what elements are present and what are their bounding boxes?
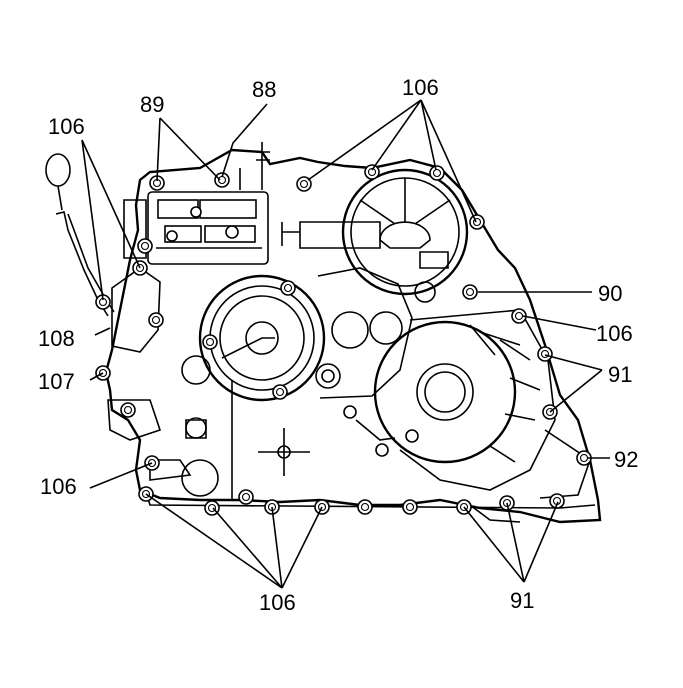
bolt-head bbox=[272, 384, 288, 400]
bolt-head-center bbox=[205, 337, 215, 347]
callout-89: 89 bbox=[140, 92, 164, 117]
bolt-head bbox=[137, 238, 153, 254]
bolt-head-center bbox=[465, 287, 475, 297]
upper-right-cover bbox=[281, 168, 469, 296]
bolt-head-center bbox=[545, 407, 555, 417]
callout-91-bottom: 91 bbox=[510, 588, 534, 613]
bolt-head-center bbox=[367, 167, 377, 177]
dipstick-tube bbox=[45, 153, 115, 317]
valve-body bbox=[123, 142, 270, 265]
bolt-head bbox=[214, 172, 230, 188]
transmission-case-outline bbox=[104, 148, 602, 524]
callout-106-right: 106 bbox=[596, 321, 633, 346]
callout-91-right: 91 bbox=[608, 362, 632, 387]
bolt-head-center bbox=[472, 217, 482, 227]
bolt-head-center bbox=[514, 311, 524, 321]
bolt-head-center bbox=[140, 241, 150, 251]
bolt-head-center bbox=[151, 315, 161, 325]
bolt-head bbox=[148, 312, 164, 328]
bolt-head bbox=[462, 284, 478, 300]
bolt-head-center bbox=[207, 503, 217, 513]
callout-108: 108 bbox=[38, 326, 75, 351]
callout-107: 107 bbox=[38, 369, 75, 394]
bolt-head bbox=[357, 499, 373, 515]
bolt-head bbox=[238, 489, 254, 505]
bolt-head-center bbox=[147, 458, 157, 468]
bolt-head-center bbox=[459, 502, 469, 512]
bolt-head bbox=[120, 402, 136, 418]
bolt-head bbox=[296, 176, 312, 192]
callout-88: 88 bbox=[252, 77, 276, 102]
callout-106-lower-left: 106 bbox=[40, 474, 77, 499]
bolt-head bbox=[202, 334, 218, 350]
bolt-head-center bbox=[275, 387, 285, 397]
bolt-head-center bbox=[98, 368, 108, 378]
callout-106-top: 106 bbox=[402, 75, 439, 100]
bolt-head-center bbox=[283, 283, 293, 293]
callout-90: 90 bbox=[598, 281, 622, 306]
bolt-head-center bbox=[317, 502, 327, 512]
bolt-head-center bbox=[135, 263, 145, 273]
bolt-head-center bbox=[123, 405, 133, 415]
bolt-head bbox=[549, 493, 565, 509]
callout-92: 92 bbox=[614, 447, 638, 472]
bolt-head bbox=[469, 214, 485, 230]
bolt-head bbox=[280, 280, 296, 296]
bolt-head bbox=[429, 165, 445, 181]
leader-lines bbox=[81, 99, 610, 589]
bolt-head bbox=[402, 499, 418, 515]
bolt-head bbox=[364, 164, 380, 180]
center-housing bbox=[198, 267, 436, 402]
bolt-head-center bbox=[540, 349, 550, 359]
callout-labels: 88 89 106 106 108 107 106 90 106 91 92 1… bbox=[38, 75, 638, 615]
bolt-head-center bbox=[360, 502, 370, 512]
bolt-head bbox=[537, 346, 553, 362]
callout-106-left: 106 bbox=[48, 114, 85, 139]
bolt-head-center bbox=[141, 489, 151, 499]
bolt-head-center bbox=[432, 168, 442, 178]
bolt-head-center bbox=[241, 492, 251, 502]
bolt-head-center bbox=[405, 502, 415, 512]
callout-106-bottom: 106 bbox=[259, 590, 296, 615]
bolt-head-center bbox=[299, 179, 309, 189]
